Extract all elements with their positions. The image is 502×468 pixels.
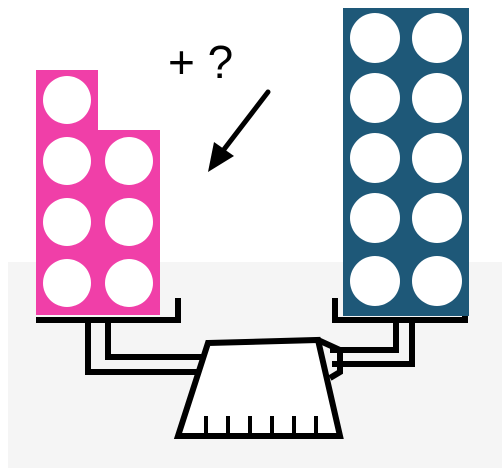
pink-block	[36, 70, 160, 315]
plus-question-label: + ?	[168, 36, 233, 88]
blue-hole	[350, 256, 400, 306]
blue-hole	[412, 193, 462, 243]
blue-hole	[412, 13, 462, 63]
blue-hole	[350, 193, 400, 243]
pink-hole	[43, 137, 91, 185]
pink-hole	[105, 198, 153, 246]
blue-block	[343, 8, 469, 316]
blue-hole	[412, 133, 462, 183]
blue-hole	[412, 73, 462, 123]
pink-hole	[105, 259, 153, 307]
pink-hole	[43, 259, 91, 307]
blue-hole	[350, 73, 400, 123]
blue-hole	[350, 133, 400, 183]
arrow-down-left-icon	[208, 92, 268, 172]
pink-hole	[43, 76, 91, 124]
blue-hole	[412, 256, 462, 306]
pink-hole	[43, 198, 91, 246]
pink-hole	[105, 137, 153, 185]
blue-hole	[350, 13, 400, 63]
